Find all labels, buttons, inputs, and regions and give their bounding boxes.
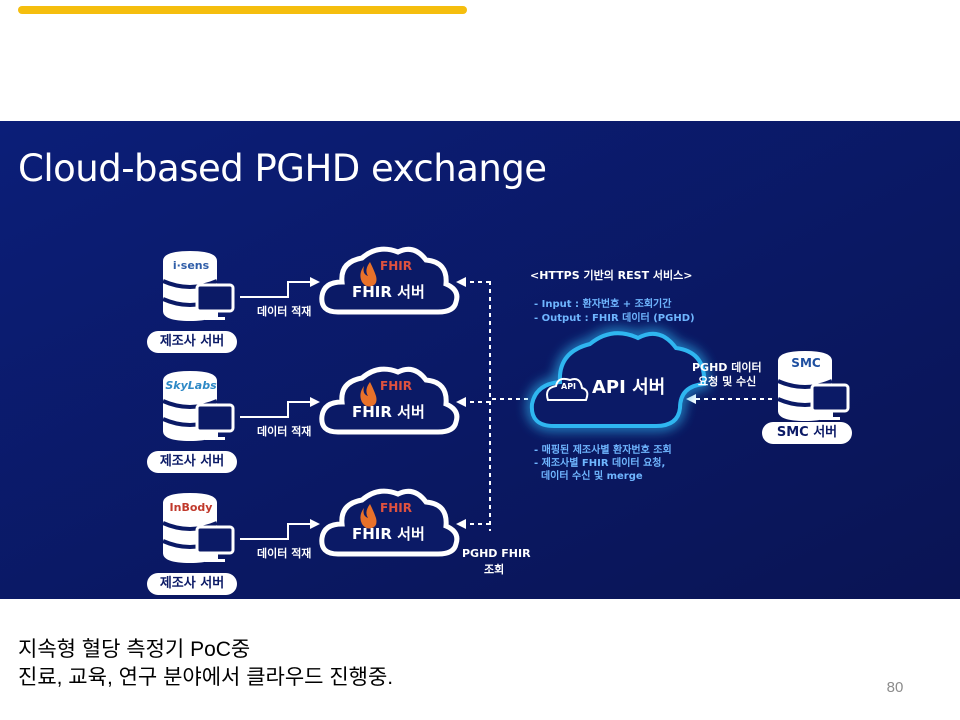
diagram-title: Cloud-based PGHD exchange (18, 147, 547, 190)
diagram-canvas (0, 121, 960, 599)
fire-icon (360, 382, 377, 407)
manufacturer-label: 제조사 서버 (147, 573, 237, 595)
smc-server-label: SMC 서버 (762, 422, 852, 444)
smc-logo: SMC (791, 356, 821, 370)
rest-service-title: <HTTPS 기반의 REST 서비스> (530, 269, 693, 282)
pghd-fhir-query-label: PGHD FHIR (462, 547, 531, 560)
diagram-nodes (161, 249, 850, 565)
manufacturer-logo: i·sens (172, 259, 210, 272)
fhir-cloud-icon (322, 249, 457, 312)
fhir-cloud-icon (322, 369, 457, 432)
note-line-1: 지속형 혈당 측정기 PoC중 (18, 638, 251, 661)
fire-icon (360, 262, 377, 287)
fhir-icon-text: FHIR (380, 501, 412, 515)
fhir-server-label: FHIR 서버 (352, 403, 425, 421)
fhir-icon-text: FHIR (380, 259, 412, 273)
rest-service-input: - Input : 환자번호 + 조회기간 (534, 299, 672, 310)
fhir-cloud-icon (322, 491, 457, 554)
api-icon-text: API (561, 382, 577, 391)
data-load-label: 데이터 적재 (257, 305, 312, 318)
fire-icon (360, 504, 377, 529)
slide-notes: 지속형 혈당 측정기 PoC중 진료, 교육, 연구 분야에서 클라우드 진행중… (18, 636, 393, 692)
data-load-label: 데이터 적재 (257, 425, 312, 438)
page-number: 80 (886, 679, 904, 696)
connector-lines (240, 277, 772, 540)
pghd-request-label: 요청 및 수신 (698, 375, 757, 388)
api-note-line: - 제조사별 FHIR 데이터 요청, (534, 458, 666, 469)
accent-bar (18, 6, 467, 14)
manufacturer-logo: InBody (169, 501, 213, 514)
note-line-2: 진료, 교육, 연구 분야에서 클라우드 진행중. (18, 666, 394, 689)
data-load-arrow (240, 519, 320, 540)
api-note-line: 데이터 수신 및 merge (534, 471, 643, 482)
manufacturer-label: 제조사 서버 (147, 451, 237, 473)
api-cloud (527, 329, 709, 430)
fhir-server-label: FHIR 서버 (352, 525, 425, 543)
api-note-line: - 매핑된 제조사별 환자번호 조회 (534, 445, 672, 456)
pghd-request-label: PGHD 데이터 (692, 361, 762, 374)
rest-service-output: - Output : FHIR 데이터 (PGHD) (534, 313, 695, 324)
manufacturer-logo: SkyLabs (165, 379, 217, 392)
api-server-label: API 서버 (592, 377, 666, 398)
data-load-label: 데이터 적재 (257, 547, 312, 560)
api-cloud-icon (546, 377, 589, 401)
fhir-server-label: FHIR 서버 (352, 283, 425, 301)
pghd-fhir-query-label: 조회 (484, 563, 505, 576)
data-load-arrow (240, 277, 320, 298)
fhir-icon-text: FHIR (380, 379, 412, 393)
manufacturer-label: 제조사 서버 (147, 331, 237, 353)
data-load-arrow (240, 397, 320, 418)
